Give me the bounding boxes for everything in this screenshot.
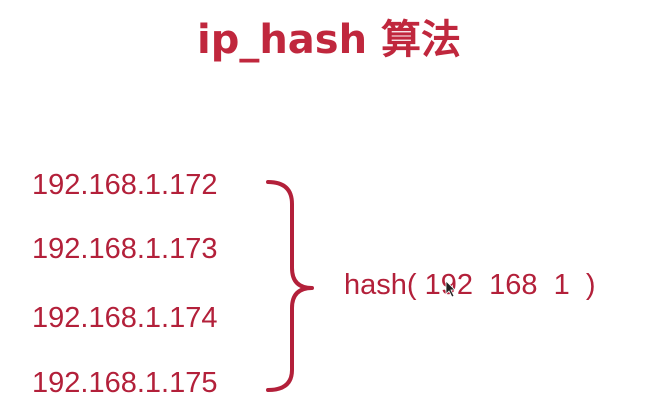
ip-address-172: 192.168.1.172 [32, 169, 218, 201]
ip-address-174: 192.168.1.174 [32, 302, 218, 334]
right-curly-brace-icon [266, 180, 314, 392]
ip-address-175: 192.168.1.175 [32, 367, 218, 399]
mouse-pointer-icon [445, 280, 456, 298]
hash-expression: hash( 192 168 1 ) [344, 269, 596, 301]
ip-address-173: 192.168.1.173 [32, 233, 218, 265]
page-title: ip_hash 算法 [196, 17, 462, 63]
